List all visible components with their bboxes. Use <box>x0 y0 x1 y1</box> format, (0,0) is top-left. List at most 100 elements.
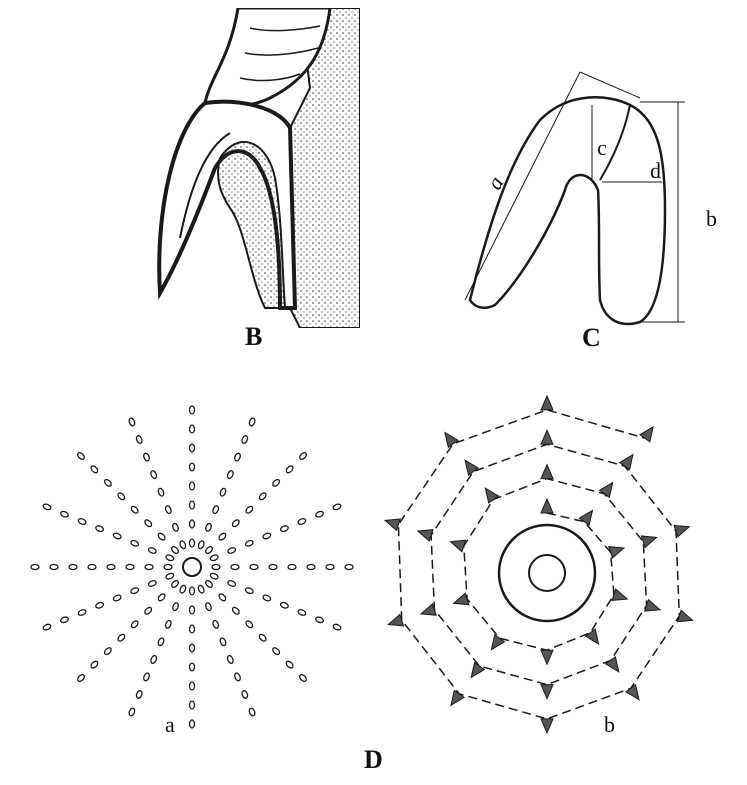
radial-mark <box>297 609 306 617</box>
radial-mark <box>218 593 227 602</box>
radial-mark <box>212 505 220 514</box>
d-label-b: b <box>604 712 615 738</box>
radial-mark <box>135 435 143 444</box>
radial-mark <box>248 417 256 426</box>
panel-b-svg <box>150 8 360 328</box>
d-label-a: a <box>165 712 175 738</box>
radial-mark <box>204 579 213 588</box>
radial-mark <box>76 451 85 460</box>
radial-mark <box>190 682 195 690</box>
radial-mark <box>150 655 158 664</box>
radial-mark <box>88 565 96 570</box>
spine-mark <box>541 719 553 733</box>
spiral-path <box>398 410 679 719</box>
radial-mark <box>77 609 86 617</box>
radial-mark <box>128 417 136 426</box>
radial-mark <box>150 470 158 479</box>
radial-mark <box>285 465 294 474</box>
radial-mark <box>190 720 195 728</box>
radial-mark <box>280 601 289 609</box>
radial-mark <box>226 470 234 479</box>
radial-mark <box>130 620 139 629</box>
spine-mark <box>485 488 498 503</box>
spine-mark <box>465 460 478 475</box>
panel-c-figure <box>440 60 700 340</box>
radial-mark <box>231 606 240 615</box>
radial-mark <box>60 616 69 624</box>
radial-mark <box>231 565 239 570</box>
spine-mark <box>626 685 639 700</box>
radial-mark <box>165 572 174 580</box>
radial-mark <box>190 539 195 547</box>
radial-mark <box>135 690 143 699</box>
radial-mark <box>227 580 236 588</box>
radial-mark <box>172 602 180 611</box>
radial-mark <box>205 602 213 611</box>
spine-mark <box>640 427 653 442</box>
radial-mark <box>258 492 267 501</box>
radial-mark <box>76 673 85 682</box>
c-label-c: c <box>597 135 607 161</box>
radial-mark <box>130 505 139 514</box>
shape-outline <box>470 97 665 324</box>
radial-mark <box>269 565 277 570</box>
panel-d-b-figure <box>372 395 742 740</box>
radial-mark <box>248 707 256 716</box>
radial-mark <box>42 623 51 631</box>
spine-mark <box>471 663 484 678</box>
radial-mark <box>164 620 172 629</box>
radial-mark <box>113 532 122 540</box>
panel-d-a-figure <box>20 395 365 730</box>
radial-mark <box>130 587 139 595</box>
radial-mark <box>315 510 324 518</box>
radial-mark <box>144 519 153 528</box>
radial-mark <box>241 435 249 444</box>
radial-mark <box>285 660 294 669</box>
radial-mark <box>157 532 166 541</box>
radial-mark <box>245 505 254 514</box>
radial-mark <box>157 593 166 602</box>
radial-mark <box>190 606 195 614</box>
panel-b-label: B <box>245 322 262 352</box>
radial-mark <box>234 672 242 681</box>
radial-mark <box>164 505 172 514</box>
radial-mark <box>262 532 271 540</box>
spine-mark <box>541 396 553 410</box>
radial-mark <box>272 478 281 487</box>
radial-mark <box>117 633 126 642</box>
radial-mark <box>157 637 165 646</box>
radial-mark <box>226 655 234 664</box>
spine-mark <box>541 465 553 479</box>
radial-mark <box>190 663 195 671</box>
spine-mark <box>541 499 553 513</box>
radial-mark <box>210 572 219 580</box>
radial-mark <box>218 532 227 541</box>
panel-c-label: C <box>582 323 601 353</box>
radial-mark <box>250 565 258 570</box>
radial-mark <box>190 463 195 471</box>
radial-mark <box>298 451 307 460</box>
radial-mark <box>172 523 180 532</box>
panel-b-figure <box>150 8 360 328</box>
spine-mark <box>541 685 553 699</box>
radial-mark <box>60 510 69 518</box>
radial-mark <box>219 488 227 497</box>
radial-mark <box>197 540 205 549</box>
radial-mark <box>90 465 99 474</box>
radial-mark <box>69 565 77 570</box>
radial-mark <box>190 501 195 509</box>
radial-mark <box>241 690 249 699</box>
radial-mark <box>148 580 157 588</box>
spine-mark <box>451 540 466 551</box>
c-label-d: d <box>650 158 661 184</box>
radial-arrangement-svg <box>20 395 365 730</box>
radial-mark <box>190 482 195 490</box>
spine-mark <box>491 635 504 650</box>
radial-mark <box>130 539 139 547</box>
radial-mark <box>143 672 151 681</box>
radial-mark <box>164 565 172 570</box>
radial-mark <box>262 594 271 602</box>
radial-mark <box>245 587 254 595</box>
radial-mark <box>288 565 296 570</box>
radial-mark <box>204 545 213 554</box>
